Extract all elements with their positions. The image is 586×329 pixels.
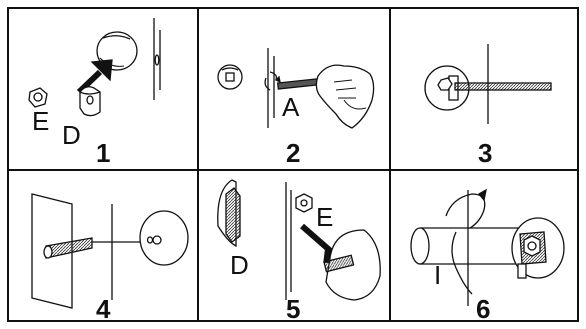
panel-5-part-label-d: D bbox=[230, 252, 249, 278]
panel-1-step-number: 1 bbox=[96, 140, 110, 166]
panel-4-step-number: 4 bbox=[96, 296, 110, 322]
panel-2-part-label-a: A bbox=[282, 94, 299, 120]
panel-3-step-number: 3 bbox=[478, 140, 492, 166]
panel-3-illustration bbox=[425, 44, 551, 124]
panel-1-part-label-e: E bbox=[32, 108, 49, 134]
panel-4-illustration bbox=[32, 194, 188, 308]
panel-6-step-number: 6 bbox=[476, 296, 490, 322]
panel-6-part-label-i: I bbox=[434, 262, 441, 288]
panel-1-part-label-d: D bbox=[62, 122, 81, 148]
panel-5-part-label-e: E bbox=[316, 204, 333, 230]
panel-5-step-number: 5 bbox=[286, 296, 300, 322]
panel-2-step-number: 2 bbox=[286, 140, 300, 166]
panel-1-illustration bbox=[29, 18, 160, 116]
panel-5-illustration bbox=[218, 180, 380, 300]
